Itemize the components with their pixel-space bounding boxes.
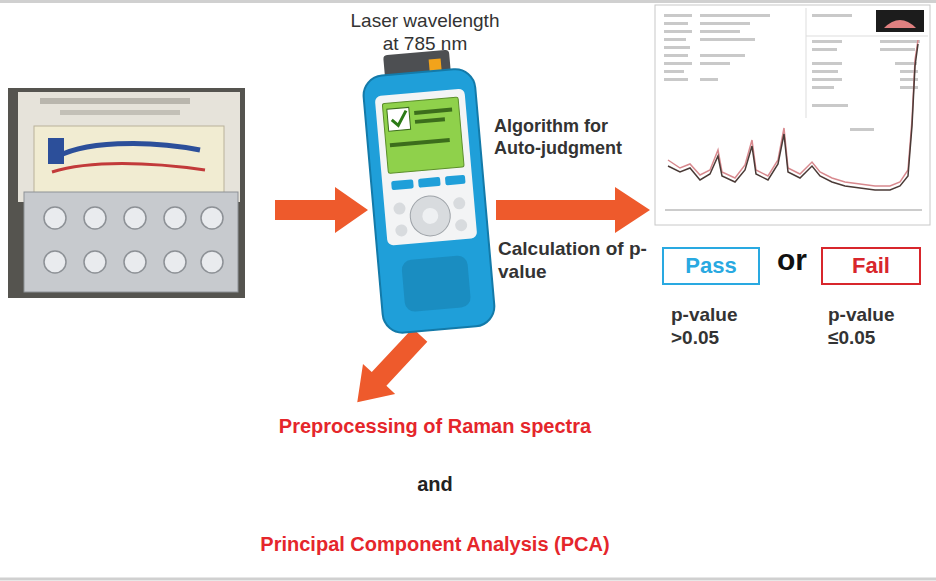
drug-package-photo bbox=[8, 88, 245, 298]
screen-text bbox=[414, 108, 452, 115]
report-rule bbox=[806, 36, 928, 37]
device-button bbox=[445, 175, 466, 186]
leaflet-print bbox=[60, 110, 180, 115]
method-step: Preprocessing of Raman spectra bbox=[230, 414, 640, 438]
screen-check bbox=[387, 107, 411, 131]
criterion: p-value ≤0.05 bbox=[828, 304, 923, 350]
conjunction: and bbox=[230, 472, 640, 496]
report-rule bbox=[806, 8, 807, 118]
device-body bbox=[362, 68, 496, 335]
report-logo bbox=[884, 20, 916, 28]
report-logo bbox=[876, 10, 924, 32]
fail-box: Fail bbox=[821, 247, 921, 285]
spectrum-axis bbox=[665, 210, 922, 211]
spectrum-reference bbox=[668, 40, 918, 186]
device-grip bbox=[401, 255, 471, 313]
leaflet-print bbox=[40, 98, 190, 104]
device-key bbox=[453, 197, 466, 210]
flow-arrow bbox=[496, 187, 650, 233]
screen-text bbox=[390, 138, 450, 147]
laser-note: Laser wavelength at 785 nm bbox=[340, 10, 510, 56]
leaflet bbox=[18, 92, 240, 202]
device-button bbox=[391, 179, 414, 190]
device-keypad bbox=[409, 194, 452, 237]
device-face bbox=[375, 88, 478, 245]
device-keypad bbox=[422, 207, 439, 224]
raman-analyzer bbox=[360, 48, 496, 335]
device-screen bbox=[382, 97, 464, 173]
screen-text bbox=[415, 117, 445, 124]
algorithm-note: Algorithm for Auto-judgment bbox=[494, 116, 644, 159]
device-key bbox=[455, 219, 468, 232]
conjunction: or bbox=[762, 242, 822, 278]
criterion: p-value >0.05 bbox=[671, 304, 766, 350]
flow-arrow bbox=[341, 320, 436, 417]
device-key bbox=[395, 224, 408, 237]
frame-line bbox=[0, 578, 936, 581]
carton-logo bbox=[52, 164, 205, 173]
laser-warning bbox=[429, 58, 442, 71]
screen-check bbox=[391, 111, 407, 126]
carton bbox=[34, 126, 224, 202]
device-button bbox=[418, 177, 441, 188]
method-step: Principal Component Analysis (PCA) bbox=[230, 532, 640, 556]
photo-ground bbox=[8, 88, 245, 298]
blister-pack bbox=[24, 192, 238, 292]
analysis-report bbox=[655, 5, 930, 225]
device-key bbox=[393, 202, 406, 215]
box-text: Fail bbox=[852, 253, 890, 279]
frame-line bbox=[0, 0, 936, 3]
report-page bbox=[655, 5, 930, 225]
pass-box: Pass bbox=[662, 247, 760, 285]
spectrum-sample bbox=[668, 44, 918, 190]
carton-logo bbox=[48, 138, 64, 164]
flow-arrow bbox=[275, 187, 368, 233]
carton-logo bbox=[52, 143, 200, 160]
calculation-note: Calculation of p-value bbox=[498, 238, 648, 284]
box-text: Pass bbox=[685, 253, 736, 279]
blister-cells bbox=[44, 207, 223, 273]
